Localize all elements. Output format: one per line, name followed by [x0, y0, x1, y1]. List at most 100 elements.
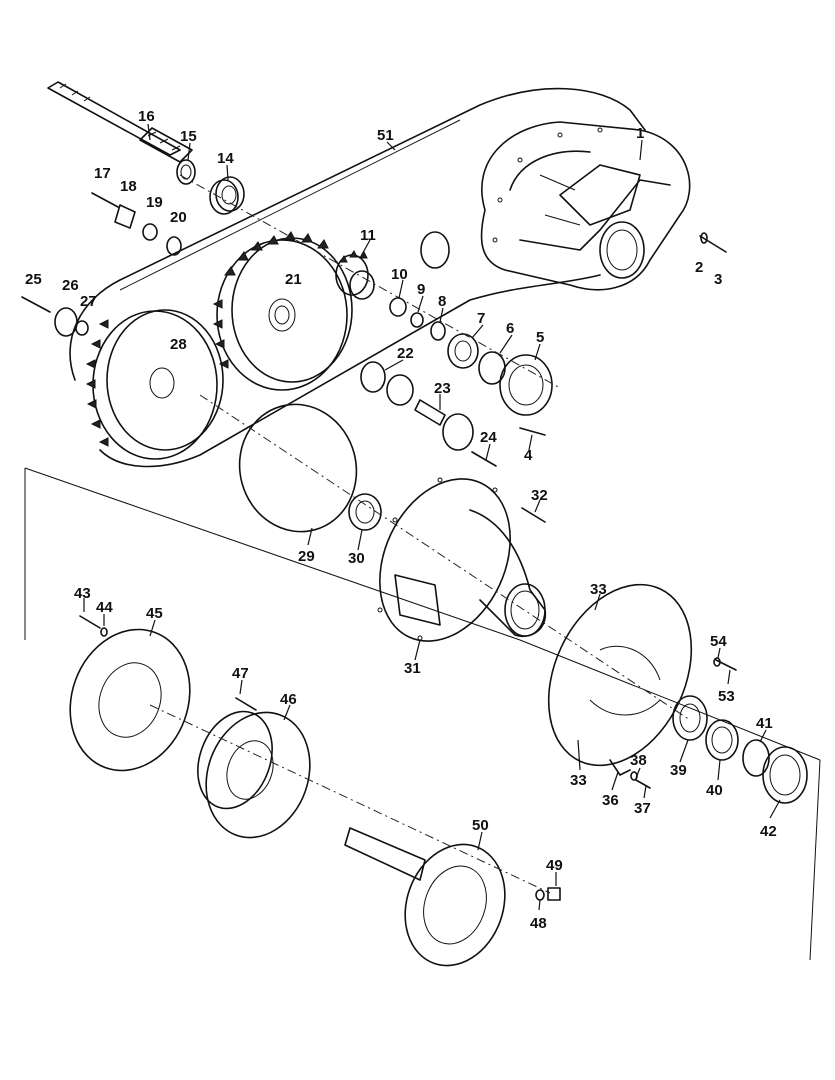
label-27: 27 — [80, 293, 97, 310]
bearing-22b — [386, 374, 414, 406]
label-40: 40 — [706, 782, 723, 799]
label-50: 50 — [472, 817, 489, 834]
label-39: 39 — [670, 762, 687, 779]
bearing-39 — [672, 695, 708, 741]
dust-shield — [547, 583, 693, 767]
bolt-37 — [635, 779, 651, 789]
brake-disc — [69, 628, 191, 772]
bearing-14 — [209, 176, 245, 215]
label-24: 24 — [480, 429, 497, 446]
label-25: 25 — [25, 271, 42, 288]
label-46: 46 — [280, 691, 297, 708]
label-20: 20 — [170, 209, 187, 226]
label-45: 45 — [146, 605, 163, 622]
label-33-top: 33 — [590, 581, 607, 598]
label-14: 14 — [217, 150, 234, 167]
race-40 — [705, 719, 739, 761]
label-19: 19 — [146, 194, 163, 211]
gear-28 — [85, 309, 224, 460]
lower-assembly-frame — [24, 467, 821, 961]
label-10: 10 — [391, 266, 408, 283]
bolt-4 — [519, 427, 546, 436]
seal-42 — [762, 746, 808, 804]
label-3: 3 — [714, 271, 722, 288]
label-44: 44 — [96, 599, 113, 616]
washer-26 — [54, 307, 78, 337]
bearing-30 — [348, 493, 382, 531]
label-11: 11 — [360, 227, 376, 244]
axis-line — [149, 704, 551, 894]
label-30: 30 — [348, 550, 365, 567]
bell-housing — [377, 477, 546, 642]
axis-line — [179, 174, 561, 389]
label-5: 5 — [536, 329, 544, 346]
label-53: 53 — [718, 688, 735, 705]
label-41: 41 — [756, 715, 773, 732]
label-31: 31 — [404, 660, 421, 677]
label-36: 36 — [602, 792, 619, 809]
cover-5 — [499, 354, 553, 416]
bolt-43 — [79, 615, 101, 629]
label-54: 54 — [710, 633, 727, 650]
label-8: 8 — [438, 293, 446, 310]
label-37: 37 — [634, 800, 651, 817]
axle-flange — [344, 827, 506, 967]
pinion-gear — [335, 250, 375, 300]
label-32: 32 — [531, 487, 548, 504]
washer — [142, 223, 158, 241]
ring-8 — [430, 321, 446, 341]
bolt-47 — [235, 697, 257, 711]
label-1: 1 — [636, 125, 644, 142]
label-17: 17 — [94, 165, 111, 182]
label-9: 9 — [417, 281, 425, 298]
bolt-32 — [521, 507, 546, 523]
label-18: 18 — [120, 178, 137, 195]
ring-27 — [75, 320, 89, 336]
label-42: 42 — [760, 823, 777, 840]
bolt-25 — [21, 296, 51, 313]
label-21: 21 — [285, 271, 302, 288]
label-29: 29 — [298, 548, 315, 565]
clip-36 — [609, 759, 631, 776]
label-38: 38 — [630, 752, 647, 769]
leader-lines — [83, 123, 781, 911]
label-26: 26 — [62, 277, 79, 294]
bearing-22a — [360, 361, 386, 393]
washer-48 — [535, 889, 545, 901]
o-ring-41 — [742, 739, 770, 777]
seal-ring — [176, 159, 196, 185]
label-49: 49 — [546, 857, 563, 874]
lock-plate — [114, 204, 136, 229]
main-housing — [480, 121, 691, 291]
o-ring-20 — [166, 236, 182, 256]
ring-9 — [410, 312, 424, 328]
bolt-3 — [699, 235, 727, 253]
spacer-10 — [389, 297, 407, 317]
axis-line — [199, 394, 691, 721]
label-7: 7 — [477, 310, 485, 327]
label-47: 47 — [232, 665, 249, 682]
label-51: 51 — [377, 127, 394, 144]
input-shaft — [47, 81, 193, 163]
label-33-bottom: 33 — [570, 772, 587, 789]
label-28: 28 — [170, 336, 187, 353]
label-6: 6 — [506, 320, 514, 337]
part-labels: 1 2 3 4 5 6 7 8 9 10 11 14 15 16 17 18 1… — [25, 108, 777, 932]
housing-cover — [69, 87, 646, 468]
label-23: 23 — [434, 380, 451, 397]
label-15: 15 — [180, 128, 197, 145]
bolt-24 — [471, 451, 497, 467]
gear-21 — [212, 231, 353, 391]
label-4: 4 — [524, 447, 533, 464]
label-16: 16 — [138, 108, 155, 125]
stub-shaft — [414, 399, 474, 451]
nut-49 — [547, 887, 561, 901]
wheel-hub — [197, 710, 311, 839]
label-43: 43 — [74, 585, 91, 602]
washer-44 — [100, 627, 108, 637]
label-2: 2 — [695, 259, 703, 276]
label-48: 48 — [530, 915, 547, 932]
o-ring-29 — [238, 403, 358, 533]
